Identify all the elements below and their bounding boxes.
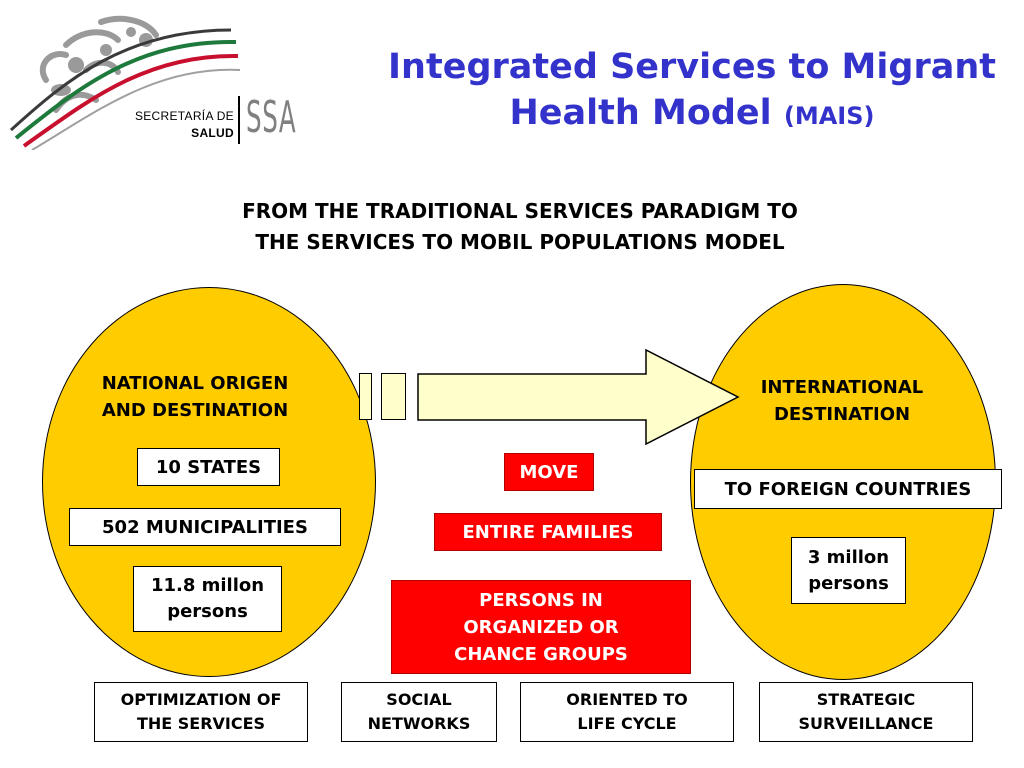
surveillance-line2: SURVEILLANCE bbox=[798, 714, 934, 733]
right-heading: INTERNATIONAL DESTINATION bbox=[720, 374, 964, 428]
social-networks-box: SOCIAL NETWORKS bbox=[341, 682, 497, 742]
left-heading-line1: NATIONAL ORIGEN bbox=[101, 373, 289, 394]
subtitle-line2: THE SERVICES TO MOBIL POPULATIONS MODEL bbox=[255, 230, 785, 254]
left-heading-line2: AND DESTINATION bbox=[101, 400, 289, 421]
logo-text: SECRETARÍA DE SALUD bbox=[134, 108, 234, 142]
page-title: Integrated Services to Migrant Health Mo… bbox=[360, 44, 1024, 139]
left-persons-line2: persons bbox=[167, 601, 248, 622]
families-box: ENTIRE FAMILIES bbox=[434, 513, 662, 551]
groups-box: PERSONS IN ORGANIZED OR CHANCE GROUPS bbox=[391, 580, 691, 674]
move-box: MOVE bbox=[504, 453, 594, 491]
subtitle: FROM THE TRADITIONAL SERVICES PARADIGM T… bbox=[150, 196, 890, 258]
groups-line1: PERSONS IN bbox=[479, 589, 603, 611]
right-persons-line2: persons bbox=[808, 572, 889, 594]
arrow-icon bbox=[417, 348, 740, 446]
title-line1: Integrated Services to Migrant bbox=[388, 47, 996, 87]
left-persons-line1: 11.8 millon bbox=[150, 575, 265, 596]
optimization-line1: OPTIMIZATION OF bbox=[120, 690, 282, 709]
groups-line2: ORGANIZED OR bbox=[463, 616, 619, 638]
municipalities-box: 502 MUNICIPALITIES bbox=[69, 508, 341, 546]
arrow-tail-block-1 bbox=[359, 373, 372, 420]
move-label: MOVE bbox=[519, 461, 579, 483]
municipalities-label: 502 MUNICIPALITIES bbox=[102, 516, 308, 538]
states-label: 10 STATES bbox=[155, 456, 262, 478]
logo-divider bbox=[238, 96, 240, 144]
lifecycle-line1: ORIENTED TO bbox=[566, 690, 688, 709]
groups-line3: CHANCE GROUPS bbox=[454, 643, 628, 665]
surveillance-box: STRATEGIC SURVEILLANCE bbox=[759, 682, 973, 742]
left-persons-box: 11.8 millon persons bbox=[133, 566, 282, 632]
right-persons-box: 3 millon persons bbox=[791, 537, 906, 604]
subtitle-line1: FROM THE TRADITIONAL SERVICES PARADIGM T… bbox=[242, 199, 798, 223]
social-line1: SOCIAL bbox=[386, 690, 452, 709]
social-line2: NETWORKS bbox=[367, 714, 471, 733]
right-heading-line1: INTERNATIONAL bbox=[760, 377, 924, 398]
optimization-line2: THE SERVICES bbox=[136, 714, 266, 733]
title-line2: Health Model bbox=[509, 93, 772, 133]
logo-line2: SALUD bbox=[191, 126, 234, 140]
right-heading-line2: DESTINATION bbox=[773, 404, 911, 425]
states-box: 10 STATES bbox=[137, 448, 280, 486]
lifecycle-line2: LIFE CYCLE bbox=[577, 714, 677, 733]
surveillance-line1: STRATEGIC bbox=[816, 690, 916, 709]
logo-line1: SECRETARÍA DE bbox=[134, 109, 234, 123]
left-heading: NATIONAL ORIGEN AND DESTINATION bbox=[60, 370, 330, 424]
life-cycle-box: ORIENTED TO LIFE CYCLE bbox=[520, 682, 734, 742]
arrow-tail-block-2 bbox=[381, 373, 406, 420]
optimization-box: OPTIMIZATION OF THE SERVICES bbox=[94, 682, 308, 742]
families-label: ENTIRE FAMILIES bbox=[462, 521, 634, 543]
title-abbr: (MAIS) bbox=[783, 102, 875, 130]
right-persons-line1: 3 millon bbox=[807, 546, 890, 568]
foreign-box: TO FOREIGN COUNTRIES bbox=[694, 469, 1002, 509]
foreign-label: TO FOREIGN COUNTRIES bbox=[724, 478, 972, 500]
eagle-emblem-icon bbox=[9, 15, 241, 150]
logo-mark: SSA bbox=[246, 92, 297, 143]
